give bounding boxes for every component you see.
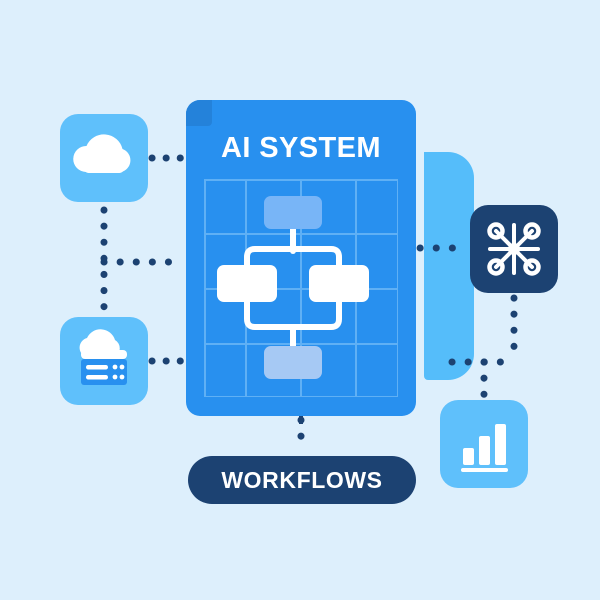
flow-node-process-left[interactable]: [217, 265, 277, 302]
flow-node-input[interactable]: [264, 196, 322, 229]
bar-chart-icon-tile[interactable]: [440, 400, 528, 488]
flow-node-output[interactable]: [264, 346, 322, 379]
card-corner-fold-icon: [186, 100, 212, 126]
cloud-icon: [73, 134, 131, 173]
cloud-icon-tile[interactable]: [60, 114, 148, 202]
network-nodes-icon: [487, 222, 541, 276]
flow-node-process-right[interactable]: [309, 265, 369, 302]
flow-connectors: [244, 226, 342, 350]
cloud-database-icon: [79, 329, 127, 385]
ai-system-card[interactable]: AI SYSTEM: [186, 100, 416, 416]
workflows-pill[interactable]: WORKFLOWS: [188, 456, 416, 504]
cloud-database-icon-tile[interactable]: [60, 317, 148, 405]
workflows-label: WORKFLOWS: [221, 466, 383, 493]
bar-chart-icon: [461, 424, 508, 472]
flow-diagram: [204, 179, 398, 397]
card-title: AI SYSTEM: [221, 132, 381, 164]
network-nodes-icon-tile[interactable]: [470, 205, 558, 293]
back-panel: [424, 152, 474, 380]
